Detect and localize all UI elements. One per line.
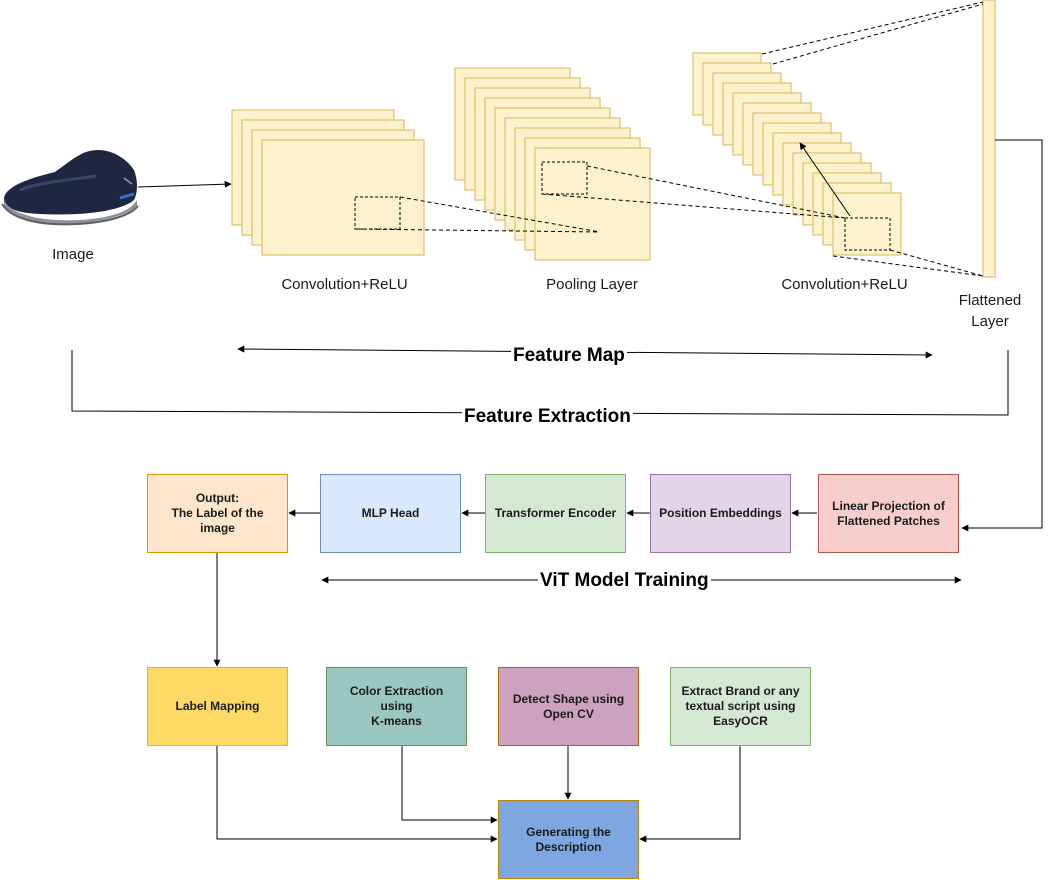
image-label: Image <box>52 246 94 263</box>
conv1-label: Convolution+ReLU <box>281 276 408 293</box>
flattened-layer-bar <box>982 0 996 278</box>
feature-extraction-title: Feature Extraction <box>462 406 633 428</box>
flattened-layer-label: Flattened Layer <box>958 292 1022 330</box>
output-box: Output: The Label of the image <box>147 474 288 553</box>
image-to-conv-arrow <box>137 180 232 188</box>
brand-to-description-arrow <box>639 746 741 843</box>
projection-lines <box>354 1 984 277</box>
linear-projection-box: Linear Projection of Flattened Patches <box>818 474 959 553</box>
position-embeddings-box: Position Embeddings <box>650 474 791 553</box>
pooling-label: Pooling Layer <box>546 276 638 293</box>
label-mapping-box: Label Mapping <box>147 667 288 746</box>
description-box: Generating the Description <box>498 800 639 879</box>
conv2-feature-maps <box>692 52 902 256</box>
detect-shape-box: Detect Shape using Open CV <box>498 667 639 746</box>
color-to-description-arrow <box>401 746 498 824</box>
mapping-to-description-arrow <box>216 746 498 843</box>
mlp-head-box: MLP Head <box>320 474 461 553</box>
flatten-to-linear-arrow <box>961 139 1043 532</box>
extract-brand-box: Extract Brand or any textual script usin… <box>670 667 811 746</box>
conv2-dashed-window <box>844 217 891 251</box>
vit-training-title: ViT Model Training <box>538 570 711 592</box>
transformer-encoder-box: Transformer Encoder <box>485 474 626 553</box>
shoe-image <box>1 150 139 226</box>
feature-map-sheet <box>534 147 651 261</box>
feature-map-title: Feature Map <box>511 345 627 367</box>
conv1-feature-maps <box>231 109 425 256</box>
pool-dashed-window <box>541 161 588 195</box>
conv2-label: Convolution+ReLU <box>781 276 908 293</box>
feature-map-sheet <box>832 192 902 256</box>
conv2-small-arrow <box>799 142 851 217</box>
color-extraction-box: Color Extraction using K-means <box>326 667 467 746</box>
